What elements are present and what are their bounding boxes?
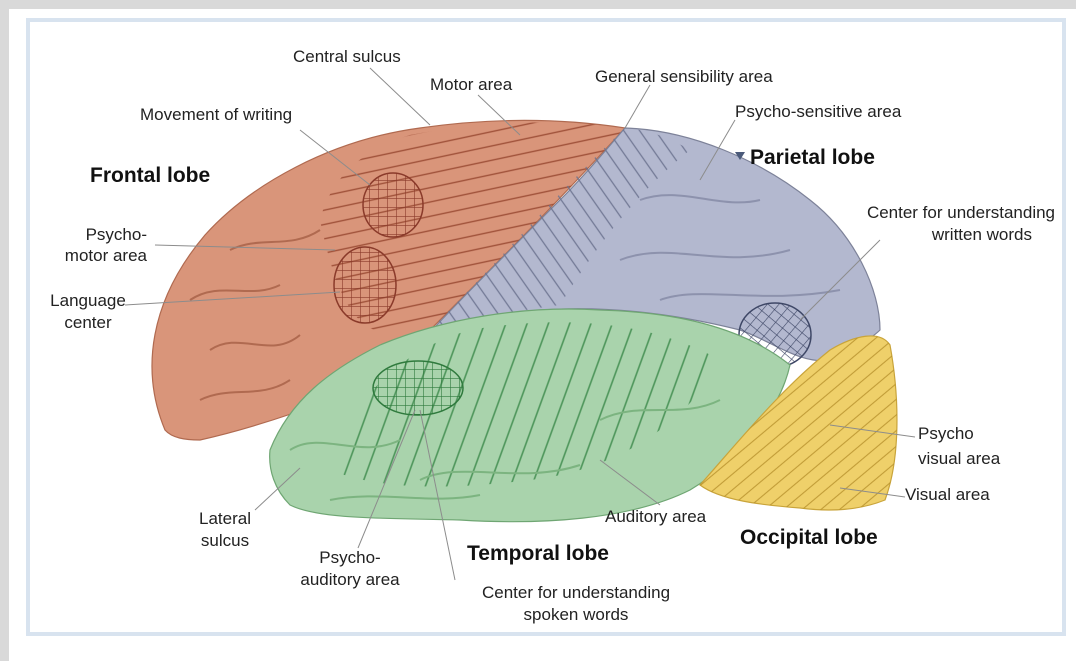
psycho-auditory-label-line2: auditory area [300, 570, 400, 589]
lateral-sulcus-label-line1: Lateral [199, 509, 251, 528]
written-words-label-line2: written words [931, 225, 1032, 244]
temporal-lobe-label: Temporal lobe [467, 542, 609, 565]
spoken-words-label-line1: Center for understanding [482, 583, 670, 602]
language-center-label-line1: Language [50, 291, 126, 310]
auditory-center-area [373, 361, 463, 415]
written-words-label-line1: Center for understanding [867, 203, 1055, 222]
language-center-area [334, 247, 396, 323]
parietal-lobe-label: Parietal lobe [750, 146, 875, 169]
visual-area-label: Visual area [905, 485, 990, 504]
frontal-lobe-label: Frontal lobe [90, 164, 210, 187]
motor-area-label: Motor area [430, 75, 513, 94]
central-sulcus-label: Central sulcus [293, 47, 401, 66]
psycho-motor-label-line2: motor area [65, 246, 148, 265]
psycho-motor-label-line1: Psycho- [86, 225, 147, 244]
movement-of-writing-label: Movement of writing [140, 105, 292, 124]
general-sensibility-label: General sensibility area [595, 67, 773, 86]
auditory-area-label: Auditory area [605, 507, 707, 526]
movement-of-writing-center [363, 173, 423, 237]
psycho-visual-label-line1: Psycho [918, 424, 974, 443]
psycho-sensitive-label: Psycho-sensitive area [735, 102, 902, 121]
language-center-label-line2: center [64, 313, 112, 332]
occipital-lobe-label: Occipital lobe [740, 526, 878, 549]
spoken-words-label-line2: spoken words [524, 605, 629, 624]
psycho-auditory-label-line1: Psycho- [319, 548, 380, 567]
lateral-sulcus-label-line2: sulcus [201, 531, 249, 550]
psycho-visual-label-line2: visual area [918, 449, 1001, 468]
